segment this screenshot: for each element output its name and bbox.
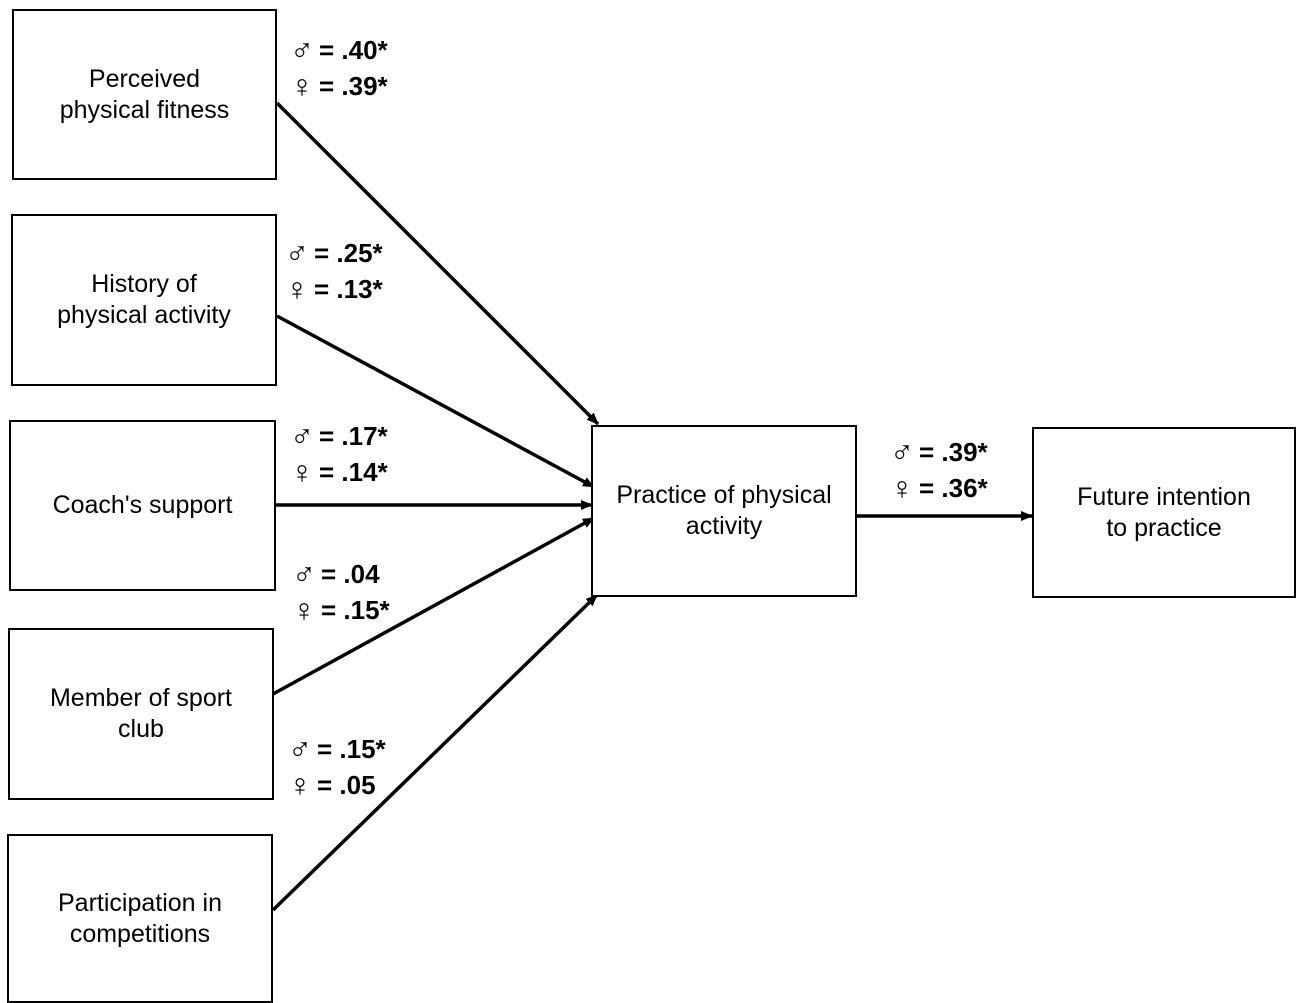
female-icon: ♀: [890, 470, 914, 506]
male-icon: ♂: [290, 32, 314, 68]
female-icon: ♀: [285, 271, 309, 307]
node-future-intention: Future intention to practice: [1032, 427, 1296, 598]
coef-male-value: = .40*: [319, 35, 388, 65]
arrow-perceived-fitness-to-practice: [275, 101, 600, 426]
coef-female-value: = .15*: [321, 595, 390, 625]
male-icon: ♂: [288, 731, 312, 767]
male-icon: ♂: [292, 556, 316, 592]
arrow-club-to-practice: [272, 516, 595, 696]
node-history-activity: History of physical activity: [11, 214, 277, 386]
coef-competitions: ♂= .15* ♀= .05: [288, 731, 386, 803]
arrow-competitions-to-practice: [271, 593, 599, 912]
coef-practice-to-intention: ♂= .39* ♀= .36*: [890, 434, 988, 506]
coef-female-value: = .14*: [319, 457, 388, 487]
node-practice-label: Practice of physical activity: [616, 481, 832, 540]
female-icon: ♀: [288, 767, 312, 803]
node-coach-support: Coach's support: [9, 420, 276, 591]
male-icon: ♂: [890, 434, 914, 470]
female-icon: ♀: [290, 68, 314, 104]
coef-perceived-fitness: ♂= .40* ♀= .39*: [290, 32, 388, 104]
coef-male-value: = .25*: [314, 238, 383, 268]
male-icon: ♂: [290, 418, 314, 454]
node-perceived-fitness: Perceived physical fitness: [12, 9, 277, 180]
coef-female-value: = .05: [317, 770, 376, 800]
node-coach-support-label: Coach's support: [52, 491, 233, 519]
coef-male-value: = .39*: [919, 437, 988, 467]
coef-male-value: = .17*: [319, 421, 388, 451]
coef-history-activity: ♂= .25* ♀= .13*: [285, 235, 383, 307]
node-practice: Practice of physical activity: [591, 425, 857, 597]
female-icon: ♀: [292, 592, 316, 628]
node-sport-club-label: Member of sport club: [49, 684, 232, 743]
coef-sport-club: ♂= .04 ♀= .15*: [292, 556, 390, 628]
coef-female-value: = .36*: [919, 473, 988, 503]
node-competitions-label: Participation in competitions: [58, 888, 222, 948]
coef-female-value: = .13*: [314, 274, 383, 304]
node-perceived-fitness-label: Perceived physical fitness: [59, 64, 230, 124]
coef-coach-support: ♂= .17* ♀= .14*: [290, 418, 388, 490]
coef-male-value: = .15*: [317, 734, 386, 764]
female-icon: ♀: [290, 454, 314, 490]
node-future-intention-label: Future intention to practice: [1077, 482, 1251, 542]
node-history-activity-label: History of physical activity: [57, 270, 231, 329]
arrow-history-to-practice: [276, 314, 595, 489]
coef-female-value: = .39*: [319, 71, 388, 101]
node-competitions: Participation in competitions: [7, 834, 273, 1003]
node-sport-club: Member of sport club: [8, 628, 274, 800]
coef-male-value: = .04: [321, 559, 380, 589]
male-icon: ♂: [285, 235, 309, 271]
